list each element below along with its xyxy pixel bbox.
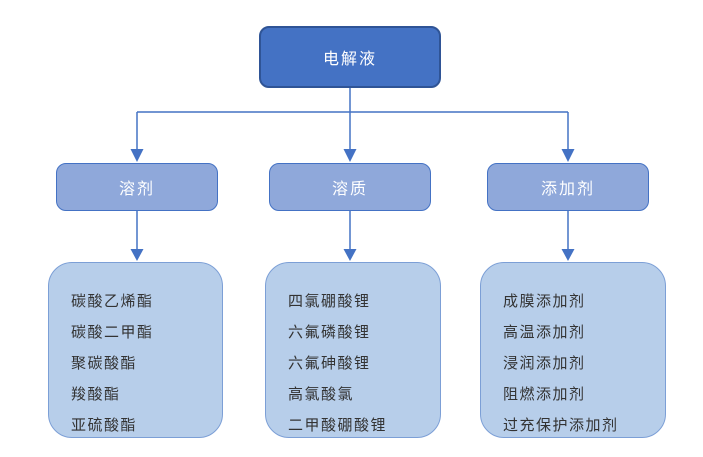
list-item: 阻燃添加剂: [503, 385, 586, 403]
leaf-list-additive: 成膜添加剂 高温添加剂 浸润添加剂 阻燃添加剂 过充保护添加剂: [480, 262, 666, 438]
leaf-list-solvent: 碳酸乙烯酯 碳酸二甲酯 聚碳酸酯 羧酸酯 亚硫酸酯: [48, 262, 223, 438]
branch-node-label: 添加剂: [540, 179, 595, 198]
list-item: 成膜添加剂: [503, 292, 586, 310]
branch-node-label: 溶剂: [118, 179, 155, 198]
list-item: 浸润添加剂: [503, 354, 586, 372]
list-item: 二甲酸硼酸锂: [288, 416, 388, 434]
list-item: 四氯硼酸锂: [288, 292, 371, 310]
list-item: 高温添加剂: [503, 323, 586, 341]
branch-node-solvent: 溶剂: [56, 163, 218, 211]
list-item: 聚碳酸酯: [71, 354, 138, 372]
branch-node-additive: 添加剂: [487, 163, 649, 211]
branch-node-solute: 溶质: [269, 163, 431, 211]
branch-node-label: 溶质: [331, 179, 368, 198]
list-item: 高氯酸氯: [288, 385, 355, 403]
list-item: 羧酸酯: [71, 385, 121, 403]
list-item: 过充保护添加剂: [503, 416, 619, 434]
list-item: 亚硫酸酯: [71, 416, 138, 434]
root-node-label: 电解液: [322, 49, 377, 68]
root-node-electrolyte: 电解液: [259, 26, 441, 88]
list-item: 碳酸乙烯酯: [71, 292, 154, 310]
list-item: 六氟砷酸锂: [288, 354, 371, 372]
list-item: 碳酸二甲酯: [71, 323, 154, 341]
leaf-list-solute: 四氯硼酸锂 六氟磷酸锂 六氟砷酸锂 高氯酸氯 二甲酸硼酸锂: [265, 262, 441, 438]
list-item: 六氟磷酸锂: [288, 323, 371, 341]
